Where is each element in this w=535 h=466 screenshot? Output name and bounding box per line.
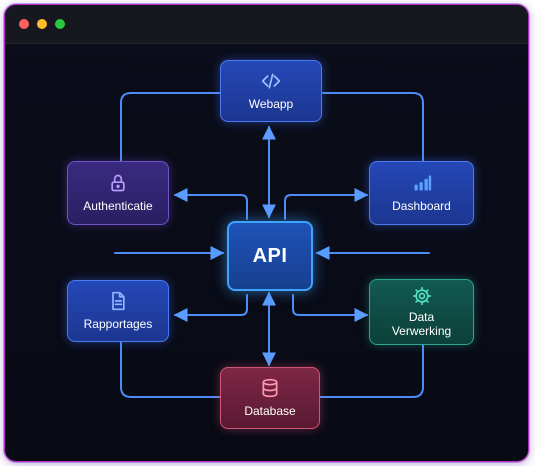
- node-data-verwerking-label-line2: Verwerking: [391, 324, 452, 338]
- minimize-window-button[interactable]: [37, 19, 47, 29]
- arrow-api-rapportages: [173, 294, 248, 322]
- node-authenticatie[interactable]: Authenticatie: [67, 161, 169, 225]
- loop-top-right: [322, 92, 424, 162]
- arrow-api-authenticatie: [173, 188, 248, 220]
- app-window: Webapp Authenticatie Dashboard API Rappo…: [4, 4, 529, 462]
- gear-icon: [412, 286, 432, 306]
- maximize-window-button[interactable]: [55, 19, 65, 29]
- node-database-label: Database: [244, 404, 296, 418]
- node-rapportages[interactable]: Rapportages: [67, 280, 169, 342]
- arrow-api-dataverwerking: [292, 294, 369, 322]
- node-database[interactable]: Database: [220, 367, 320, 429]
- lock-icon: [108, 173, 128, 193]
- node-webapp[interactable]: Webapp: [220, 60, 322, 122]
- code-icon: [261, 71, 281, 91]
- loop-bottom-left: [120, 339, 221, 398]
- node-dashboard-label: Dashboard: [392, 199, 451, 213]
- document-icon: [108, 291, 128, 311]
- bar-chart-icon: [412, 173, 432, 193]
- loop-bottom-right: [317, 339, 424, 398]
- node-dashboard[interactable]: Dashboard: [369, 161, 474, 225]
- connector-lines: [114, 92, 430, 398]
- node-api[interactable]: API: [227, 221, 313, 291]
- window-titlebar: [5, 5, 528, 44]
- node-webapp-label: Webapp: [248, 97, 294, 111]
- arrow-api-dashboard: [284, 188, 369, 220]
- node-api-label: API: [252, 245, 288, 267]
- node-data-verwerking[interactable]: Data Verwerking: [369, 279, 474, 345]
- node-authenticatie-label: Authenticatie: [83, 199, 153, 213]
- loop-top-left: [120, 92, 221, 162]
- node-rapportages-label: Rapportages: [83, 317, 153, 331]
- node-data-verwerking-label-line1: Data: [408, 310, 435, 324]
- close-window-button[interactable]: [19, 19, 29, 29]
- database-icon: [260, 378, 280, 398]
